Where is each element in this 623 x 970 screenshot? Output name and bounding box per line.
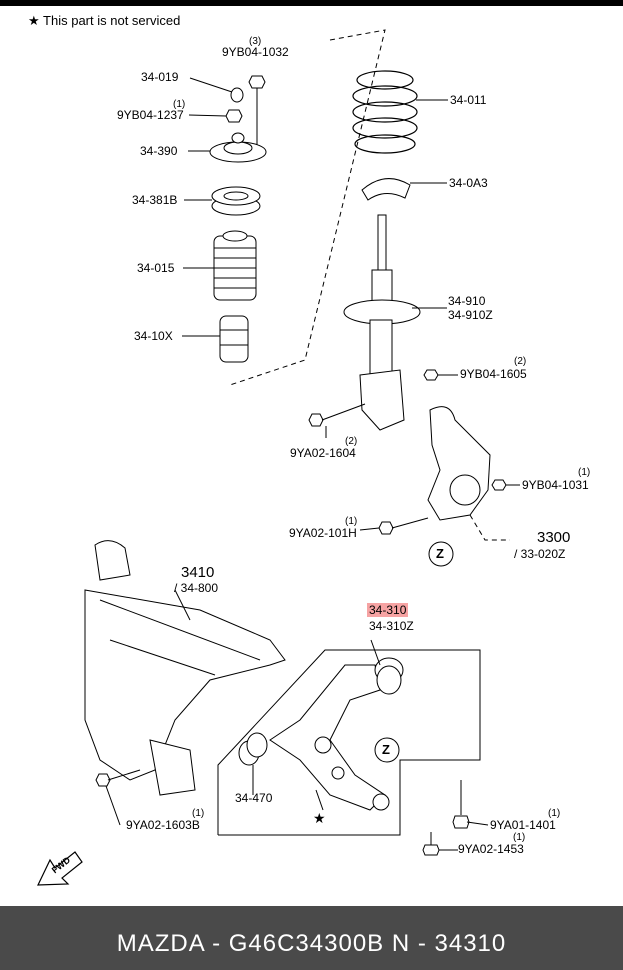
- z-marker-upper-circle: [428, 541, 454, 567]
- label-3300: 3300: [537, 529, 571, 546]
- bolt-9ya02-1453: [422, 832, 440, 856]
- qty-9yb04-1237: (1): [173, 99, 186, 110]
- strut-34-910: [343, 214, 421, 431]
- bushing-34-470: [238, 732, 268, 766]
- mount-34-390: [209, 132, 267, 163]
- label-34-910: 34-910: [448, 294, 486, 308]
- strut-group-dashed-outline: [229, 29, 386, 386]
- label-34-310: 34-310: [367, 603, 409, 617]
- qty-9ya01-1401: (1): [548, 808, 561, 819]
- label-33-020z: / 33-020Z: [514, 547, 566, 561]
- knuckle-3300: [427, 406, 491, 521]
- exploded-parts-diagram: [37, 29, 520, 886]
- label-9ya02-1603b: 9YA02-1603B: [126, 818, 200, 832]
- label-9yb04-1031: 9YB04-1031: [522, 478, 589, 492]
- label-9ya01-1401: 9YA01-1401: [490, 818, 556, 832]
- qty-9ya02-1603b: (1): [192, 808, 205, 819]
- footer-bar: [0, 906, 623, 970]
- nut-9yb04-1032: [248, 75, 266, 150]
- bearing-34-381b: [211, 186, 261, 216]
- label-34-470: 34-470: [235, 791, 273, 805]
- leader-lines: [105, 77, 520, 851]
- top-border: [0, 0, 623, 6]
- qty-9ya02-1453: (1): [513, 832, 526, 843]
- label-9ya02-1604: 9YA02-1604: [290, 446, 356, 460]
- label-34-015: 34-015: [137, 261, 175, 275]
- star-marker-lower: ★: [313, 810, 326, 826]
- label-34-011: 34-011: [450, 93, 487, 107]
- label-9ya02-101h: 9YA02-101H: [289, 526, 357, 540]
- cap-34-019: [230, 87, 244, 103]
- not-serviced-note: ★ This part is not serviced: [28, 14, 180, 27]
- lower-arm-frame: [217, 649, 481, 836]
- bolt-9ya01-1401: [452, 780, 470, 829]
- bolt-9ya02-101h: [378, 517, 429, 535]
- z-marker-lower-circle: [374, 737, 400, 763]
- label-34-390: 34-390: [140, 144, 178, 158]
- label-9yb04-1237: 9YB04-1237: [117, 108, 184, 122]
- qty-9yb04-1605: (2): [514, 356, 527, 367]
- z-marker-upper: Z: [436, 546, 444, 561]
- label-34-310-highlight: 34-310: [367, 603, 409, 617]
- star-icon: ★: [28, 13, 40, 28]
- label-34-019: 34-019: [141, 70, 179, 84]
- label-34-381b: 34-381B: [132, 193, 178, 207]
- qty-9ya02-101h: (1): [345, 516, 358, 527]
- nut-9yb04-1031: [491, 479, 507, 491]
- label-34-0a3: 34-0A3: [449, 176, 488, 190]
- nut-9yb04-1605: [423, 369, 439, 381]
- coil-spring-34-011: [352, 70, 418, 154]
- qty-9yb04-1032: (3): [249, 36, 262, 47]
- label-34-800: / 34-800: [174, 581, 219, 595]
- nut-9yb04-1237: [225, 109, 243, 123]
- not-serviced-text: This part is not serviced: [43, 13, 181, 28]
- label-34-310z: 34-310Z: [369, 619, 414, 633]
- label-34-910z: 34-910Z: [448, 308, 493, 322]
- spring-seat-34-0a3: [361, 178, 411, 201]
- label-9yb04-1032: 9YB04-1032: [222, 45, 289, 59]
- subframe-3410: [84, 540, 286, 796]
- label-9ya02-1453: 9YA02-1453: [458, 842, 524, 856]
- qty-9yb04-1031: (1): [578, 467, 591, 478]
- qty-9ya02-1604: (2): [345, 436, 358, 447]
- label-9yb04-1605: 9YB04-1605: [460, 367, 527, 381]
- lower-arm-34-310: [269, 657, 404, 811]
- bolt-9ya02-1604: [308, 403, 366, 427]
- label-3410: 3410: [181, 564, 215, 581]
- label-34-10x: 34-10X: [134, 329, 173, 343]
- bolt-9ya02-1603b: [95, 769, 141, 787]
- knuckle-dashed-line: [469, 514, 510, 541]
- bumpstop-34-10x: [219, 315, 249, 363]
- z-marker-lower: Z: [382, 742, 390, 757]
- boot-34-015: [213, 230, 257, 301]
- footer-part-number: MAZDA - G46C34300B N - 34310: [116, 930, 507, 957]
- fwd-arrow-icon: [37, 851, 83, 886]
